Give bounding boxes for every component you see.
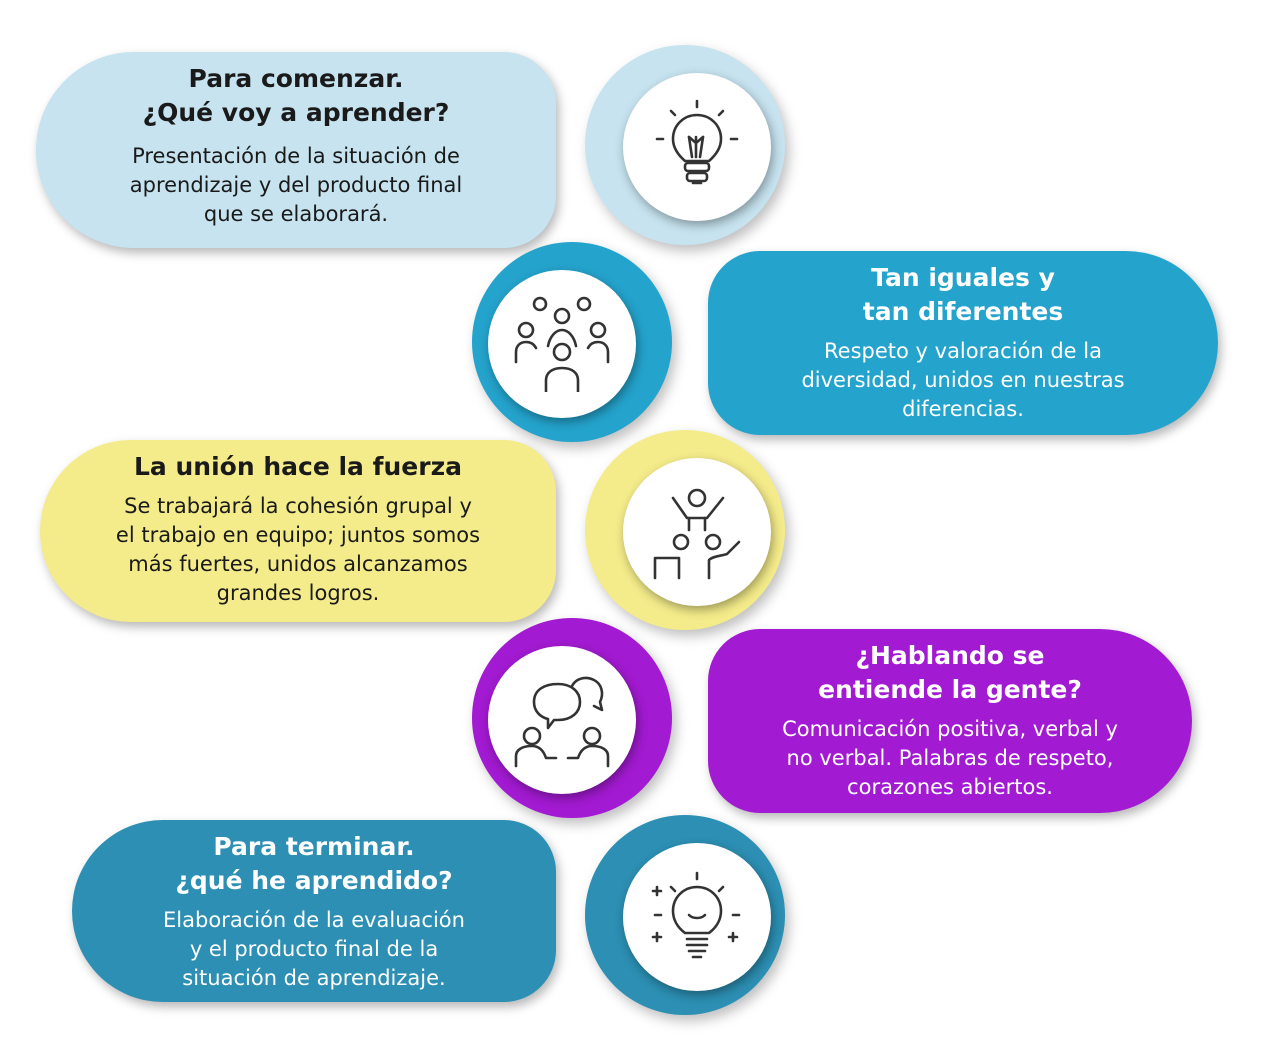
step-2-title-line2: tan diferentes [862, 297, 1064, 326]
step-1-card: Para comenzar. ¿Qué voy a aprender? Pres… [36, 52, 556, 248]
step-5-title-line2: ¿qué he aprendido? [175, 866, 453, 895]
step-1-icon-circle [623, 73, 771, 221]
step-5-desc-line: situación de aprendizaje. [182, 966, 446, 990]
step-3-icon-ring [585, 430, 785, 630]
step-5-title-line1: Para terminar. [213, 832, 415, 861]
step-3-icon-circle [623, 458, 771, 606]
step-1-title-line1: Para comenzar. [188, 64, 404, 93]
step-3-desc-line: Se trabajará la cohesión grupal y [124, 494, 472, 518]
step-4-desc-line: corazones abiertos. [847, 775, 1053, 799]
step-2-desc-line: diversidad, unidos en nuestras [801, 368, 1125, 392]
step-1-desc-line: aprendizaje y del producto final [129, 173, 463, 197]
step-1-icon-ring [585, 45, 785, 245]
step-1-title-line2: ¿Qué voy a aprender? [142, 98, 450, 127]
step-4-icon-circle [488, 646, 636, 794]
step-1-desc-line: Presentación de la situación de [132, 144, 460, 168]
step-2-desc-line: Respeto y valoración de la [824, 339, 1102, 363]
step-4-card: ¿Hablando se entiende la gente? Comunica… [708, 629, 1192, 813]
step-2-icon-circle [488, 270, 636, 418]
step-2-card: Tan iguales y tan diferentes Respeto y v… [708, 251, 1218, 435]
step-5-desc-line: Elaboración de la evaluación [163, 908, 465, 932]
step-3-desc-line: más fuertes, unidos alcanzamos [128, 552, 468, 576]
step-2-title-line1: Tan iguales y [871, 263, 1055, 292]
step-4-title-line2: entiende la gente? [818, 675, 1082, 704]
conversation-icon [514, 676, 610, 768]
teamwork-celebration-icon [653, 488, 741, 580]
step-5-icon-circle [623, 843, 771, 991]
step-3-desc-line: grandes logros. [216, 581, 380, 605]
step-4-icon-ring [472, 618, 672, 818]
step-3-desc-line: el trabajo en equipo; juntos somos [115, 523, 481, 547]
group-people-icon [514, 296, 610, 392]
step-4-desc-line: no verbal. Palabras de respeto, [786, 746, 1114, 770]
step-5-card: Para terminar. ¿qué he aprendido? Elabor… [72, 820, 556, 1002]
step-1-desc-line: que se elaborará. [203, 202, 389, 226]
lightbulb-icon [655, 99, 739, 185]
step-3-card: La unión hace la fuerza Se trabajará la … [40, 440, 556, 622]
step-5-desc-line: y el producto final de la [189, 937, 439, 961]
step-2-desc-line: diferencias. [902, 397, 1024, 421]
step-3-title: La unión hace la fuerza [133, 452, 462, 481]
step-4-desc-line: Comunicación positiva, verbal y [782, 717, 1118, 741]
idea-lightbulb-icon [651, 871, 741, 959]
step-4-title-line1: ¿Hablando se [855, 641, 1045, 670]
step-5-icon-ring [585, 815, 785, 1015]
step-2-icon-ring [472, 242, 672, 442]
